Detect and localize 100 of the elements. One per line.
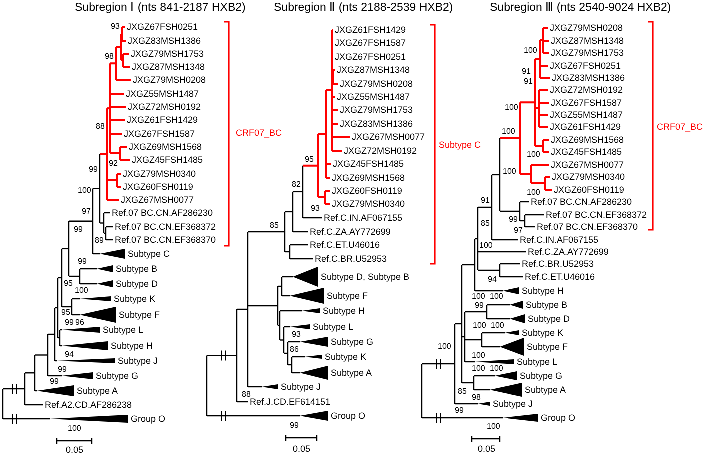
taxon-label: Subtype H — [323, 306, 366, 316]
taxon-label: Ref.07 BC.CN.EF368370 — [115, 234, 216, 246]
taxon-label: Subtype A — [77, 386, 118, 396]
taxon-label: JXGZ79MSH0208 — [340, 78, 414, 90]
taxon-label: Ref.C.ZA.AY772699 — [528, 246, 609, 258]
taxon-label: Ref.C.ZA.AY772699 — [310, 226, 391, 238]
panel-title: Subregion Ⅰ (nts 841-2187 HXB2) — [75, 2, 246, 16]
taxon-label: JXGZ87MSH1348 — [551, 36, 624, 46]
taxon-label: JXGZ67MSH0077 — [352, 132, 426, 142]
taxon-label: JXGZ72MSH0192 — [550, 84, 624, 96]
taxon-label: Group O — [541, 412, 576, 424]
bootstrap-value: 99 — [475, 301, 484, 311]
taxon-label: Ref.C.IN.AF067155 — [324, 212, 403, 224]
bootstrap-value: 99 — [50, 377, 59, 386]
bootstrap-value: 85 — [481, 219, 490, 229]
taxon-label: JXGZ83MSH1386 — [128, 36, 202, 46]
taxon-label: Ref.C.BR.U52953 — [315, 254, 388, 264]
taxon-label: JXGZ69MSH1568 — [551, 134, 624, 146]
taxon-label: JXGZ83MSH1386 — [552, 72, 626, 84]
bootstrap-value: 100 — [503, 167, 516, 177]
taxon-label: JXGZ45FSH1485 — [333, 158, 404, 170]
bootstrap-value: 100 — [473, 321, 486, 331]
taxon-label: JXGZ60FSH0119 — [554, 184, 624, 196]
bootstrap-value: 85 — [270, 221, 279, 231]
bootstrap-value: 96 — [76, 318, 84, 328]
taxon-label: Subtype A — [525, 384, 566, 396]
taxon-label: JXGZ67FSH1587 — [124, 128, 196, 140]
taxon-label: Subtype L — [103, 324, 144, 336]
bootstrap-value: 86 — [290, 345, 299, 355]
taxon-label: Ref.07 BC.CN.AF286230 — [112, 208, 214, 218]
bootstrap-value: 100 — [491, 321, 504, 331]
taxon-label: JXGZ67FSH1587 — [551, 98, 622, 108]
bootstrap-value: 94 — [65, 350, 74, 360]
taxon-label: JXGZ67FSH1587 — [335, 38, 406, 48]
bootstrap-value: 97 — [514, 226, 523, 236]
taxon-label: Subtype H — [111, 340, 154, 352]
taxon-label: Ref.C.BR.U52953 — [522, 258, 594, 270]
bootstrap-value: 100 — [480, 241, 493, 251]
taxon-label: Subtype K — [325, 352, 367, 362]
taxon-label: Subtype J — [281, 382, 322, 392]
taxon-label: JXGZ55MSH1487 — [126, 88, 200, 100]
taxon-label: Subtype C — [128, 248, 170, 260]
bootstrap-value: 100 — [472, 351, 486, 361]
taxon-label: Ref.C.ET.U46016 — [525, 272, 596, 282]
bootstrap-value: 100 — [487, 422, 500, 432]
taxon-label: JXGZ67MSH0077 — [121, 194, 194, 206]
scale-label: 0.05 — [478, 444, 496, 454]
taxon-label: JXGZ55MSH1487 — [550, 110, 624, 120]
taxon-label: Subtype J — [493, 398, 534, 410]
clade-label: Subtype C — [439, 140, 482, 150]
bootstrap-value: 89 — [95, 236, 104, 246]
taxon-label: JXGZ45FSH1485 — [132, 154, 204, 166]
taxon-label: JXGZ87MSH1348 — [132, 62, 206, 72]
taxon-label: Subtype G — [96, 370, 139, 382]
taxon-label: JXGZ61FSH1429 — [335, 24, 406, 36]
taxon-label: Group O — [131, 414, 166, 424]
taxon-label: JXGZ61FSH1429 — [550, 122, 622, 132]
taxon-label: Subtype L — [517, 356, 558, 368]
taxon-label: Ref.A2.CD.AF286238 — [45, 400, 132, 410]
panel-title: Subregion Ⅲ (nts 2540-9024 HXB2) — [490, 2, 672, 16]
bootstrap-value: 100 — [527, 188, 540, 198]
taxon-label: Subtype B — [526, 300, 568, 310]
bootstrap-value: 99 — [455, 406, 464, 416]
bootstrap-value: 94 — [488, 275, 497, 285]
taxon-label: Subtype H — [522, 286, 564, 296]
bootstrap-value: 100 — [490, 292, 504, 302]
bootstrap-value: 82 — [292, 180, 301, 190]
bootstrap-value: 99 — [58, 365, 67, 375]
bootstrap-value: 93 — [111, 22, 120, 32]
bootstrap-value: 99 — [78, 257, 87, 267]
scale-label: 0.05 — [293, 444, 311, 454]
taxon-label: JXGZ67FSH0251 — [127, 22, 198, 32]
taxon-label: Subtype K — [114, 294, 156, 304]
taxon-label: Subtype A — [331, 368, 372, 378]
bootstrap-value: 100 — [78, 186, 92, 196]
panel-title: Subregion Ⅱ (nts 2188-2539 HXB2) — [274, 2, 454, 16]
taxon-label: Ref.07 BC.CN.EF368372 — [546, 210, 648, 220]
taxon-label: JXGZ67FSH0251 — [550, 60, 622, 72]
taxon-label: JXGZ79MSH0208 — [133, 74, 206, 86]
bootstrap-value: 100 — [502, 127, 516, 137]
bootstrap-value: 99 — [74, 225, 83, 235]
taxon-label: JXGZ69MSH1568 — [129, 142, 202, 152]
taxon-label: Group O — [331, 410, 366, 422]
taxon-label: JXGZ79MSH0340 — [332, 198, 406, 210]
bootstrap-value: 99 — [89, 165, 98, 175]
bootstrap-value: 100 — [527, 150, 540, 160]
taxon-label: JXGZ72MSH0192 — [344, 146, 418, 156]
bootstrap-value: 99 — [65, 318, 74, 328]
taxon-label: Ref.J.CD.EF614151 — [250, 396, 331, 408]
bootstrap-value: 99 — [509, 215, 518, 225]
taxon-label: Subtype F — [327, 290, 368, 302]
taxon-label: Subtype D — [116, 278, 158, 290]
taxon-label: JXGZ60FSH0119 — [123, 182, 194, 192]
bootstrap-value: 97 — [82, 207, 91, 217]
bootstrap-value: 100 — [490, 364, 504, 374]
taxon-label: Subtype L — [313, 322, 354, 332]
bootstrap-value: 100 — [524, 46, 538, 56]
taxon-label: JXGZ45FSH1485 — [551, 146, 622, 158]
bootstrap-value: 98 — [105, 52, 114, 62]
bootstrap-value: 95 — [62, 308, 70, 318]
